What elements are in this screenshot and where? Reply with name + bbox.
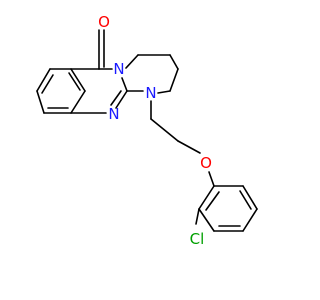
bond-ch2c-ch2d [169,68,179,92]
bond-c1p-c2p-inner [205,191,220,211]
bond-n5-c10a [121,77,128,92]
ring-nitrogen-bottom-label: N [145,84,156,102]
atom-label-layer: O N N N O Cl [98,13,212,248]
bond-c2p-c3p [198,208,215,232]
molecule-structure: O N N N O Cl [0,0,300,300]
bond-ch2e-ch2f [150,118,179,142]
ring-nitrogen-left-label: N [108,105,119,123]
bond-c10a-n10-inner [110,90,122,106]
bond-c6-c7 [36,90,45,114]
carbonyl-oxygen-label: O [98,13,110,31]
bond-layer [36,29,258,232]
ether-oxygen-label: O [200,154,212,172]
bond-c4p-c5p [242,208,258,232]
bond-c8a-c4a-inner [68,72,81,91]
ring-nitrogen-top-label: N [113,60,124,78]
bond-c5p-c6p [242,185,258,210]
bond-c5-c6 [36,68,51,92]
bond-ch2f-o [177,140,201,154]
bond-c5p-c6p-inner [239,190,252,210]
bond-ch2b-ch2c [169,54,179,70]
bond-c8-c8a [70,90,86,114]
background [0,0,300,300]
bond-n5-ch2a [125,54,139,69]
bond-ch2d-n1 [157,90,171,94]
bond-c5-c6-inner [41,74,54,94]
bond-o-caryl [208,171,215,187]
chlorine-label: Cl [190,230,205,248]
bond-c8a-c4a [70,68,86,92]
bond-c2p-cl [195,208,200,225]
bond-c10a-n10 [115,90,128,109]
bond-c1p-c2p [198,185,215,210]
